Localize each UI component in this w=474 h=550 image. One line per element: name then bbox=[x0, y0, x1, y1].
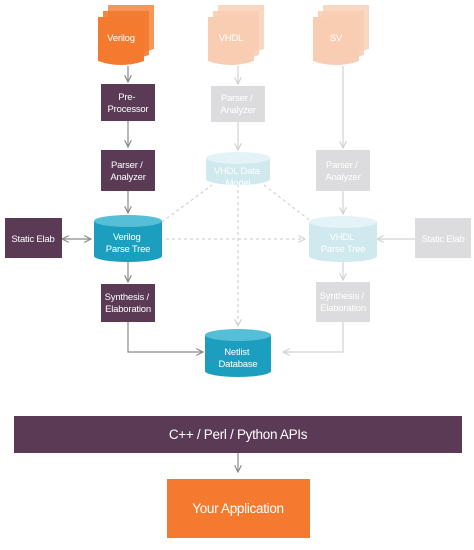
sv-parse-tree-label-line2: Parse Tree bbox=[321, 244, 365, 255]
netlist-label-line2: Database bbox=[218, 359, 257, 370]
sv-parser-label-line1: Parser / bbox=[326, 160, 358, 171]
preprocessor-box[interactable]: Pre- Processor bbox=[101, 84, 155, 121]
verilog-synthesis-box[interactable]: Synthesis / Elaboration bbox=[101, 284, 155, 322]
svg-text:Synthesis / Elaboration: Synthesis / Elaboration bbox=[105, 292, 152, 315]
your-application-box[interactable]: Your Application bbox=[167, 479, 310, 538]
vhdl-data-model-label-line1: VHDL Data bbox=[214, 166, 261, 177]
svg-text:Parser / Analyzer: Parser / Analyzer bbox=[220, 93, 255, 116]
verilog-parser-label-line2: Analyzer bbox=[110, 172, 145, 183]
sv-parse-tree-label-line1: VHDL bbox=[330, 232, 354, 243]
vhdl-parser-label-line1: Parser / bbox=[221, 93, 253, 104]
apis-label: C++ / Perl / Python APIs bbox=[169, 427, 308, 442]
svg-text:Parser / Analyzer: Parser / Analyzer bbox=[110, 160, 145, 183]
preprocessor-label-line2: Processor bbox=[108, 104, 149, 115]
sv-parser-label-line2: Analyzer bbox=[325, 172, 360, 183]
verilog-synthesis-label-line2: Elaboration bbox=[105, 304, 151, 315]
sv-static-elab-box[interactable]: Static Elab bbox=[415, 218, 471, 258]
main-connectors bbox=[62, 66, 238, 472]
your-application-label: Your Application bbox=[192, 501, 284, 516]
verilog-parse-tree-label-line2: Parse Tree bbox=[106, 244, 150, 255]
verilog-parser-label-line1: Parser / bbox=[111, 160, 143, 171]
vhdl-source-doc-icon[interactable]: VHDL bbox=[208, 5, 264, 65]
verilog-parse-tree-label-line1: Verilog bbox=[113, 232, 141, 243]
sv-source-label: SV bbox=[330, 33, 343, 44]
svg-text:VHDL Parse Tree: VHDL Parse Tree bbox=[321, 232, 365, 255]
vhdl-parser-label-line2: Analyzer bbox=[220, 105, 255, 116]
preprocessor-label-line1: Pre- bbox=[118, 92, 135, 103]
verilog-parser-box[interactable]: Parser / Analyzer bbox=[101, 150, 155, 191]
netlist-label-line1: Netlist bbox=[224, 347, 250, 358]
verilog-source-doc-icon[interactable]: Verilog bbox=[98, 5, 154, 65]
vhdl-parser-box[interactable]: Parser / Analyzer bbox=[211, 86, 265, 122]
verilog-source-label: Verilog bbox=[107, 33, 135, 44]
vhdl-source-label: VHDL bbox=[219, 33, 244, 44]
svg-text:VHDL Data Model: VHDL Data Model bbox=[214, 166, 262, 189]
svg-text:Verilog Parse Tree: Verilog Parse Tree bbox=[106, 232, 150, 255]
sv-synthesis-label-line1: Synthesis / bbox=[320, 291, 365, 302]
vhdl-data-model-db-icon[interactable]: VHDL Data Model bbox=[206, 152, 270, 189]
svg-text:Parser / Analyzer: Parser / Analyzer bbox=[325, 160, 360, 183]
verilog-synthesis-label-line1: Synthesis / bbox=[105, 292, 150, 303]
sv-static-elab-label: Static Elab bbox=[421, 234, 464, 245]
sv-synthesis-label-line2: Elaboration bbox=[320, 303, 366, 314]
svg-text:Synthesis / Elaboration: Synthesis / Elaboration bbox=[320, 291, 367, 314]
verilog-static-elab-label: Static Elab bbox=[11, 234, 54, 245]
verilog-static-elab-box[interactable]: Static Elab bbox=[5, 218, 62, 258]
apis-bar[interactable]: C++ / Perl / Python APIs bbox=[14, 416, 462, 453]
sv-synthesis-box[interactable]: Synthesis / Elaboration bbox=[316, 282, 370, 322]
sv-parse-tree-db-icon[interactable]: VHDL Parse Tree bbox=[309, 216, 377, 262]
svg-text:Pre- Processor: Pre- Processor bbox=[108, 92, 149, 115]
netlist-database-db-icon[interactable]: Netlist Database bbox=[205, 329, 271, 377]
faded-connectors bbox=[161, 66, 415, 352]
vhdl-data-model-label-line2: Model bbox=[226, 178, 251, 189]
verilog-parse-tree-db-icon[interactable]: Verilog Parse Tree bbox=[94, 215, 162, 262]
svg-text:Netlist Database: Netlist Database bbox=[218, 347, 257, 370]
sv-source-doc-icon[interactable]: SV bbox=[313, 5, 369, 65]
sv-parser-box[interactable]: Parser / Analyzer bbox=[316, 150, 370, 191]
